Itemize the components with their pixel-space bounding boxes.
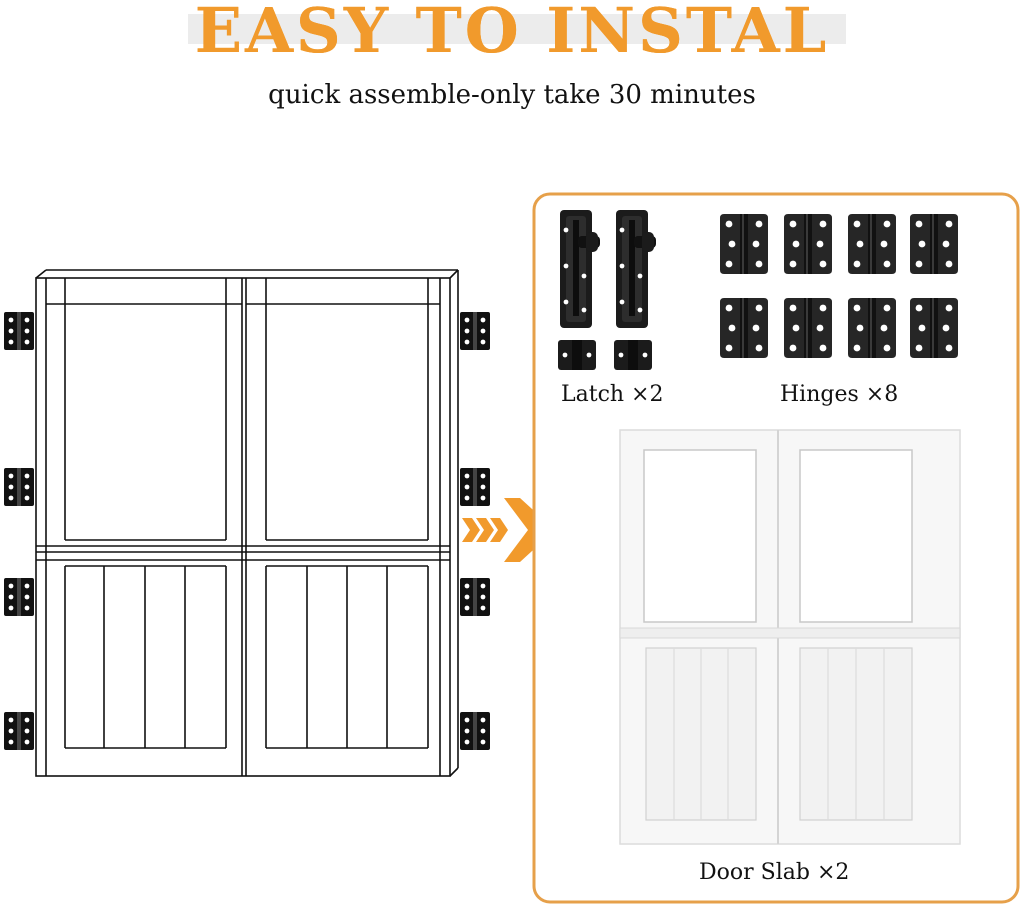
door-hinges-left [4,312,34,750]
hinge-icon [460,468,490,506]
title-highlight-band [188,14,846,44]
latch-label: Latch ×2 [561,382,664,407]
page-subtitle: quick assemble-only take 30 minutes [268,80,756,110]
hinge-icon [460,312,490,350]
hinge-icon [784,298,832,358]
hinge-icon [4,468,34,506]
hinge-icon [4,712,34,750]
hinge-icon [4,578,34,616]
page-title: EASY TO INSTAL [194,0,830,67]
hinge-icon [910,298,958,358]
door-slab-label: Door Slab ×2 [699,860,850,885]
hinge-icon [848,214,896,274]
hinges-label: Hinges ×8 [780,382,899,407]
hinge-icon [784,214,832,274]
hinge-icon [720,214,768,274]
hinge-icon [460,712,490,750]
arrow-right-icon [462,498,555,562]
hinge-icon [848,298,896,358]
hinge-icon [460,578,490,616]
hinge-icon [910,214,958,274]
door-slab-white [619,429,961,845]
hinge-icon [4,312,34,350]
door-line-drawing [35,269,459,777]
hinge-icon [720,298,768,358]
